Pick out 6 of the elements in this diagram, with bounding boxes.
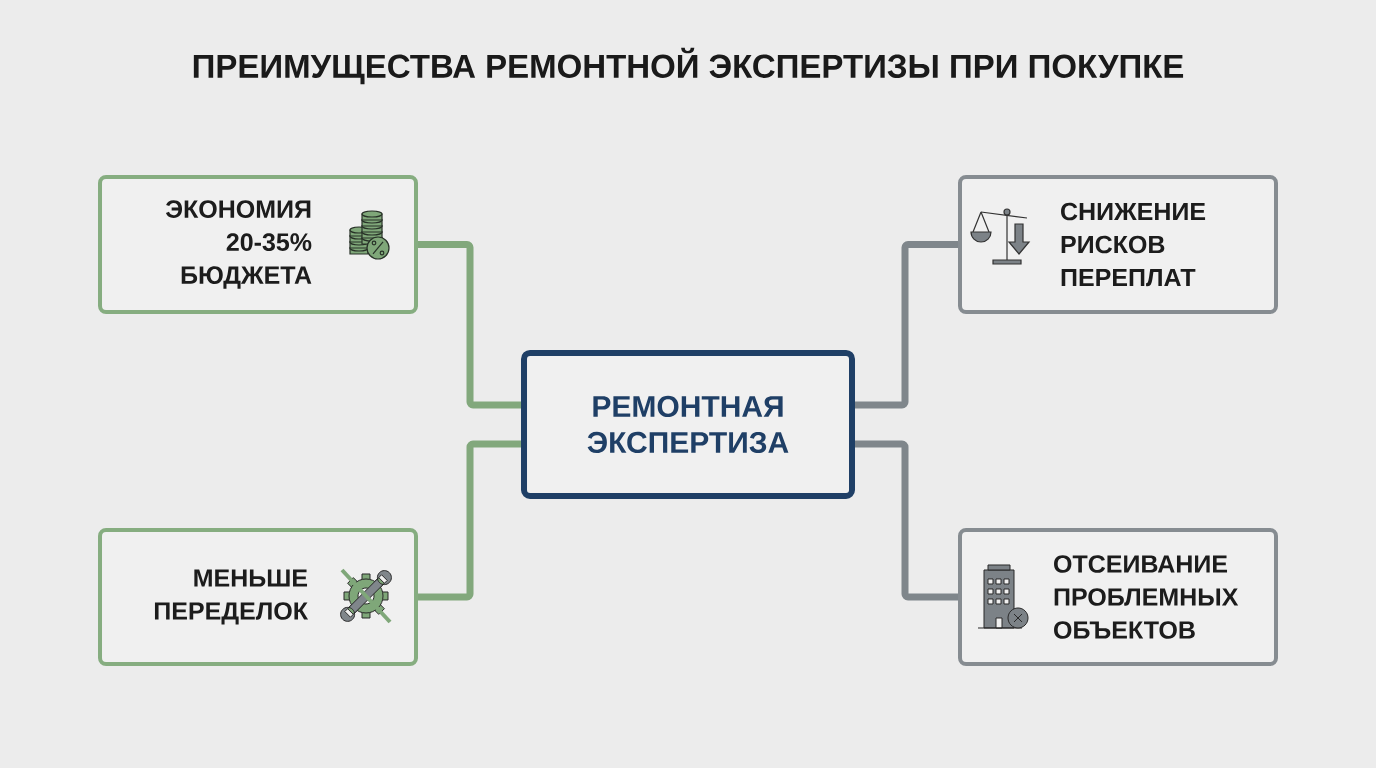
benefit-box: ЭКОНОМИЯ 20-35% БЮДЖЕТА <box>98 175 418 314</box>
benefit-box: ОТСЕИВАНИЕ ПРОБЛЕМНЫХ ОБЪЕКТОВ <box>958 528 1278 666</box>
benefit-box: СНИЖЕНИЕ РИСКОВ ПЕРЕПЛАТ <box>958 175 1278 314</box>
center-box: РЕМОНТНАЯ ЭКСПЕРТИЗА <box>521 350 855 499</box>
title: ПРЕИМУЩЕСТВА РЕМОНТНОЙ ЭКСПЕРТИЗЫ ПРИ ПОКУПКЕ <box>193 47 1184 85</box>
benefit-box: МЕНЬШЕ ПЕРЕДЕЛОК <box>98 528 418 666</box>
